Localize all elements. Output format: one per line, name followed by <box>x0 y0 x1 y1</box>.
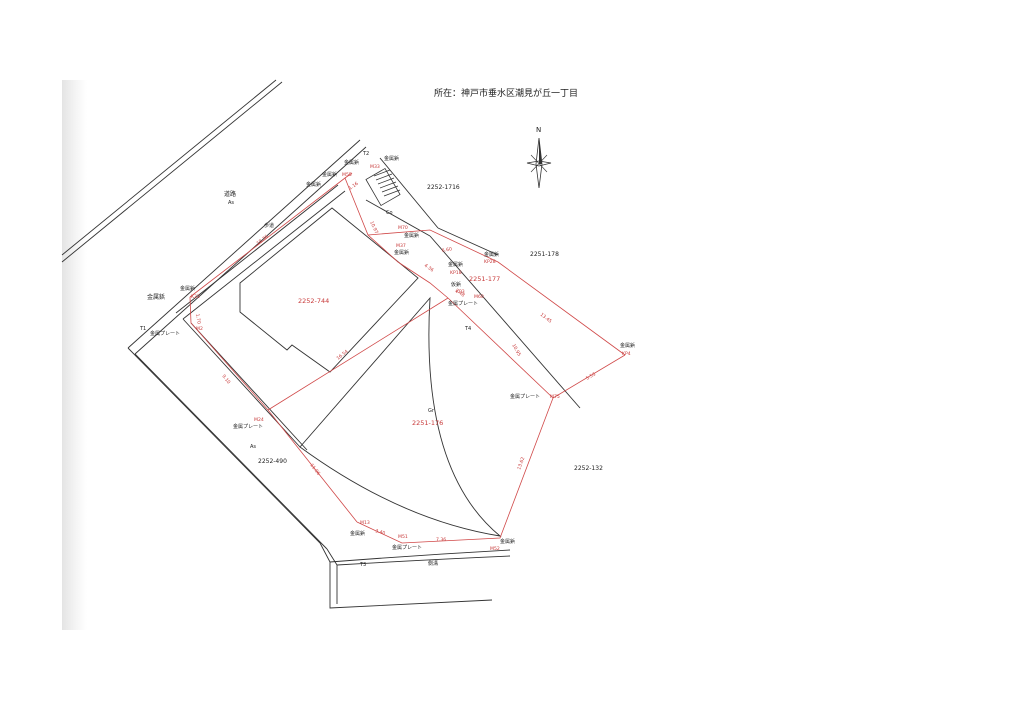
distance-label: 2.48 <box>454 288 466 299</box>
marker-id: M52 <box>490 546 500 552</box>
distance-label: 6.60 <box>441 246 452 254</box>
distance-label: 13.62 <box>516 456 526 470</box>
marker-id: KP3 <box>456 289 465 295</box>
parcel-2252-490: 2252-490 <box>258 458 287 465</box>
north-label: N <box>536 126 541 134</box>
distance-label: 10.97 <box>368 220 379 235</box>
marker-label: 仮鋲 <box>451 281 461 288</box>
marker-label: 金属プレート <box>510 393 540 400</box>
distance-label: 10.95 <box>510 343 522 357</box>
marker-id: T1 <box>139 326 146 332</box>
marker-id: M51 <box>398 534 408 540</box>
parcel-2251-176: 2251-176 <box>412 419 443 427</box>
parcel-inner-frame <box>299 296 502 537</box>
marker-id: K33 <box>191 294 200 300</box>
marker-label: 金属鋲 <box>394 249 409 256</box>
distance-label: 5.53 <box>585 371 597 381</box>
marker-id: M70 <box>398 225 408 231</box>
boundary-lines <box>189 172 626 544</box>
marker-id: KP18 <box>450 270 462 276</box>
marker-id: M55 <box>342 172 352 178</box>
marker-label: 金属鋲 <box>620 342 635 349</box>
asphalt-label: As <box>250 444 256 450</box>
distance-label: 1.16 <box>348 181 360 192</box>
marker-id: KP4 <box>622 351 631 357</box>
map-title: 所在：神戸市垂水区潮見が丘一丁目 <box>434 87 578 99</box>
road-double-line <box>61 79 283 263</box>
marker-id: M37 <box>396 243 406 249</box>
marker-id: KP28 <box>484 259 496 265</box>
parcel-2252-132: 2252-132 <box>574 465 603 472</box>
marker-label: 金属鋲 <box>306 181 321 188</box>
marker-label: 金属プレート <box>392 544 422 551</box>
marker-label: 金属鋲 <box>448 261 463 268</box>
building-outline <box>239 207 419 373</box>
parcel-2251-178: 2251-178 <box>530 251 559 258</box>
marker-id: M60 <box>474 294 484 300</box>
road-label: 道路 <box>224 190 236 198</box>
marker-id: M24 <box>254 417 264 423</box>
distance-label: 9.10 <box>220 374 231 386</box>
marker-label: 金属プレート <box>448 300 478 307</box>
marker-id: T2 <box>362 151 369 157</box>
stairs-hatch <box>365 167 401 207</box>
parcel-2251-177: 2251-177 <box>469 275 500 283</box>
marker-id: T4 <box>464 326 471 332</box>
distance-label: 1.70 <box>194 313 202 324</box>
marker-label: 金属プレート <box>150 330 180 337</box>
distance-label: 4.36 <box>423 263 435 274</box>
marker-label: 金属プレート <box>233 423 263 430</box>
marker-id: M2 <box>196 326 203 332</box>
gr-label: Gr <box>428 408 435 414</box>
marker-label: 金属鋲 <box>344 159 359 166</box>
road-surface-label: As <box>228 200 234 206</box>
distance-label: 7.36 <box>436 537 446 543</box>
distance-label: 16.54 <box>336 349 350 362</box>
marker-label: 金属鋲 <box>180 285 195 292</box>
marker-id: T3 <box>359 562 366 568</box>
marker-label: 金属鋲 <box>147 293 165 301</box>
marker-label: 金属鋲 <box>500 538 515 545</box>
marker-label: 金属鋲 <box>384 155 399 162</box>
marker-id: M33 <box>370 164 380 170</box>
marker-label: 金属鋲 <box>322 171 337 178</box>
distance-label: 3.40 <box>374 528 386 536</box>
scan-shadow <box>62 80 87 630</box>
concrete-label: Co <box>386 210 393 216</box>
street-edges <box>127 139 581 609</box>
parcel-2252-744: 2252-744 <box>298 297 329 305</box>
marker-id: M75 <box>550 394 560 400</box>
marker-label: 金属鋲 <box>404 232 419 239</box>
marker-id: M13 <box>360 520 370 526</box>
sidewalk-label: 歩道 <box>264 222 274 229</box>
distance-label: 13.45 <box>539 312 553 325</box>
marker-label: 金属鋲 <box>350 530 365 537</box>
parcel-2252-1716: 2252-1716 <box>427 184 460 191</box>
ditch-label: 側溝 <box>428 560 438 567</box>
north-arrow-icon: N <box>526 126 552 189</box>
marker-label: 金属鋲 <box>484 251 499 258</box>
